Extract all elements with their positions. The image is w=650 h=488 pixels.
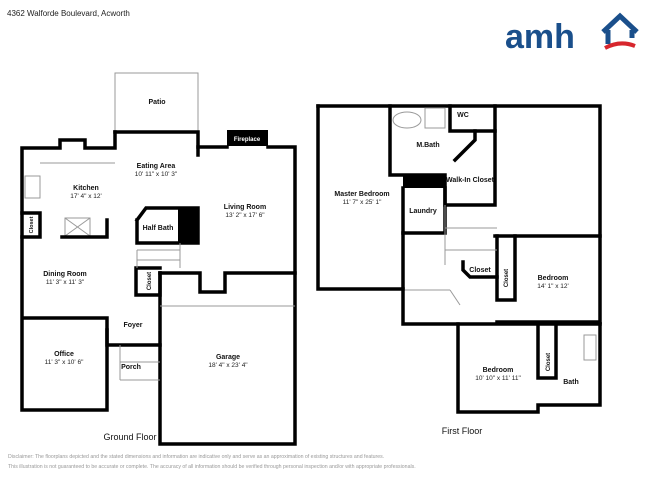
room-dims: 10' 11" x 10' 3" — [135, 171, 178, 178]
room-label: Eating Area — [137, 163, 176, 170]
room-dims: 11' 7" x 25' 1" — [343, 199, 382, 206]
disclaimer-line-2: This illustration is not guaranteed to b… — [8, 464, 416, 470]
room-label: Closet — [504, 269, 510, 287]
room-label: Fireplace — [234, 137, 261, 143]
room-label: Bedroom — [538, 275, 569, 282]
room-dims: 18' 4" x 23' 4" — [208, 362, 248, 369]
room-label: Kitchen — [73, 185, 99, 192]
first-floor-title: First Floor — [442, 426, 483, 436]
room-label: Foyer — [123, 322, 142, 329]
room-label: Closet — [546, 353, 552, 371]
room-label: M.Bath — [416, 142, 439, 149]
room-label: Dining Room — [43, 271, 87, 278]
room-label: Master Bedroom — [334, 191, 389, 198]
property-address: 4362 Walforde Boulevard, Acworth — [7, 9, 130, 18]
first-floor-walls — [316, 104, 602, 414]
room-label: Office — [54, 351, 74, 358]
room-dims: 11' 3" x 10' 6" — [45, 359, 84, 366]
room-label: Walk-In Closet — [446, 177, 495, 184]
room-label: Bath — [563, 379, 579, 386]
room-dims: 11' 3" x 11' 3" — [46, 279, 85, 286]
disclaimer-line-1: Disclaimer: The floorplans depicted and … — [8, 454, 385, 460]
room-label: WC — [457, 112, 469, 119]
ground-floor-walls — [20, 72, 297, 446]
room-label: Closet — [147, 272, 153, 290]
room-label: Closet — [29, 216, 35, 233]
room-dims: 13' 2" x 17' 6" — [225, 212, 265, 219]
room-label: Porch — [121, 364, 141, 371]
room-label: Laundry — [409, 208, 437, 215]
room-dims: 10' 10" x 11' 11" — [475, 375, 521, 382]
room-label: Closet — [469, 267, 491, 274]
fireplace-block — [227, 130, 268, 146]
amh-logo: amh — [505, 12, 639, 55]
room-label: Garage — [216, 354, 240, 361]
stair-wall — [178, 208, 198, 243]
room-label: Living Room — [224, 204, 266, 211]
room-dims: 17' 4" x 12' — [70, 193, 102, 200]
room-label: Patio — [148, 99, 165, 106]
room-dims: 14' 1" x 12' — [537, 283, 569, 290]
svg-text:amh: amh — [505, 18, 575, 55]
room-label: Bedroom — [483, 367, 514, 374]
room-label: Half Bath — [143, 225, 174, 232]
ground-floor-title: Ground Floor — [103, 432, 156, 442]
